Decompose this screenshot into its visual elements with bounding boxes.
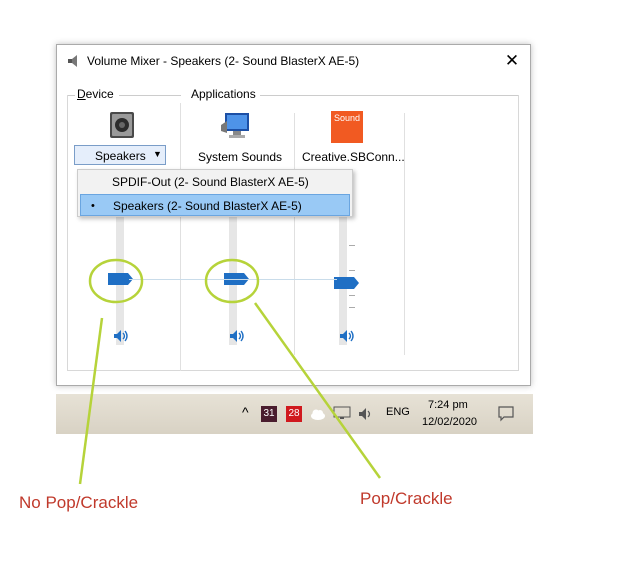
taskbar: ^ 31 28 ENG 7:24 pm 12/02/2020 bbox=[56, 394, 533, 434]
apps-group-line bbox=[260, 95, 519, 96]
mute-button-creative[interactable] bbox=[339, 329, 355, 343]
speaker-icon bbox=[68, 55, 77, 67]
tick-mark bbox=[349, 295, 355, 296]
close-button[interactable]: ✕ bbox=[504, 51, 520, 70]
sound-blaster-icon: Sound bbox=[331, 111, 363, 143]
device-volume-thumb[interactable] bbox=[108, 273, 133, 285]
applications-group-label: Applications bbox=[191, 87, 256, 101]
annotation-label-no-pop: No Pop/Crackle bbox=[19, 493, 139, 512]
device-dropdown[interactable]: Speakers ▼ bbox=[74, 145, 166, 165]
network-icon[interactable] bbox=[333, 406, 351, 420]
chevron-down-icon: ▼ bbox=[153, 149, 162, 159]
level-link-line bbox=[129, 279, 337, 280]
creative-volume-thumb[interactable] bbox=[334, 277, 359, 289]
device-group-label: Device bbox=[77, 87, 114, 101]
cloud-icon[interactable] bbox=[310, 408, 326, 420]
volume-mixer-window: Volume Mixer - Speakers (2- Sound Blaste… bbox=[56, 44, 531, 386]
monitor-icon bbox=[221, 113, 249, 138]
title-bar[interactable]: Volume Mixer - Speakers (2- Sound Blaste… bbox=[57, 45, 530, 77]
mute-button-device[interactable] bbox=[113, 329, 129, 343]
device-group-line-right bbox=[119, 95, 181, 96]
selected-bullet-icon: • bbox=[91, 200, 95, 212]
menu-item-speakers[interactable]: • Speakers (2- Sound BlasterX AE-5) bbox=[80, 194, 350, 216]
column-separator bbox=[294, 113, 295, 355]
tick-mark bbox=[349, 245, 355, 246]
volume-icon[interactable] bbox=[358, 407, 374, 421]
tick-mark bbox=[349, 270, 355, 271]
show-hidden-icons-button[interactable]: ^ bbox=[242, 404, 249, 420]
mute-button-system-sounds[interactable] bbox=[229, 329, 245, 343]
app-label-system-sounds: System Sounds bbox=[198, 150, 283, 164]
notification-badge-icon[interactable]: 28 bbox=[286, 406, 302, 422]
column-separator bbox=[180, 103, 181, 371]
action-center-icon[interactable] bbox=[498, 406, 514, 422]
language-indicator[interactable]: ENG bbox=[386, 406, 410, 418]
device-dropdown-menu: SPDIF-Out (2- Sound BlasterX AE-5) • Spe… bbox=[77, 169, 353, 217]
device-group-line bbox=[67, 95, 75, 96]
column-separator bbox=[404, 113, 405, 355]
clock-date[interactable]: 12/02/2020 bbox=[422, 416, 478, 428]
calendar-badge-icon[interactable]: 31 bbox=[261, 406, 277, 422]
tick-mark bbox=[349, 307, 355, 308]
clock-time[interactable]: 7:24 pm bbox=[428, 399, 468, 411]
window-title: Volume Mixer - Speakers (2- Sound Blaste… bbox=[87, 54, 360, 68]
menu-item-speakers-label: Speakers (2- Sound BlasterX AE-5) bbox=[113, 199, 302, 213]
device-dropdown-value: Speakers bbox=[95, 149, 146, 163]
menu-item-spdif-out[interactable]: SPDIF-Out (2- Sound BlasterX AE-5) bbox=[112, 175, 309, 189]
annotation-label-pop: Pop/Crackle bbox=[360, 489, 453, 508]
speaker-device-icon bbox=[110, 112, 134, 138]
app-label-creative: Creative.SBConn... bbox=[302, 150, 405, 164]
